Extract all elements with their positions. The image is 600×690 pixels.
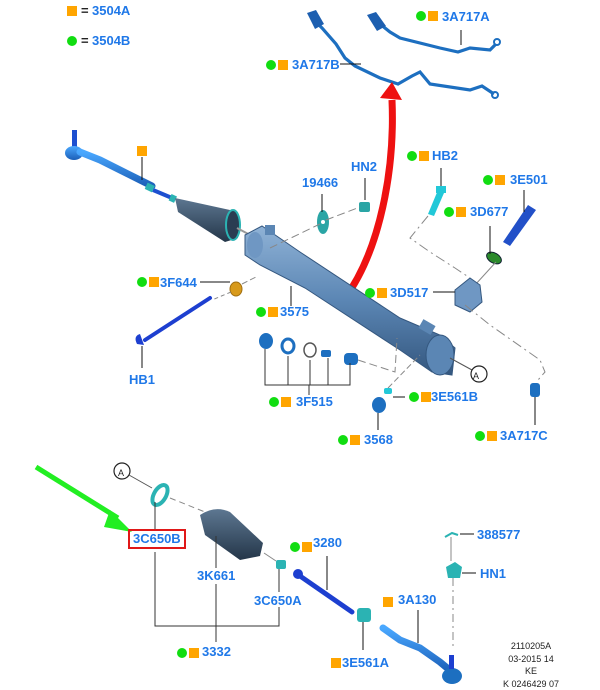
label-3D517[interactable]: 3D517: [390, 285, 429, 300]
orange-square-marker: [302, 542, 312, 552]
orange-square-marker: [421, 392, 431, 402]
legend-equals: =: [81, 33, 89, 48]
green-circle-marker: [269, 397, 279, 407]
clamp-3C650A: [276, 560, 286, 569]
label-3575[interactable]: 3575: [280, 304, 309, 319]
footer-date: 03-2015 14: [508, 654, 554, 664]
green-circle-marker: [444, 207, 454, 217]
hose-3A717A: [367, 12, 501, 54]
red-arrow: [342, 82, 402, 301]
seal-kit-3F515: [259, 333, 358, 365]
green-circle-marker: [475, 431, 485, 441]
nut-HN1: [446, 562, 462, 578]
label-3F515[interactable]: 3F515: [296, 394, 333, 409]
orange-square-marker: [278, 60, 288, 70]
label-3E561A[interactable]: 3E561A: [342, 655, 389, 670]
green-circle-marker: [67, 36, 77, 46]
footer-code: KE: [524, 666, 537, 676]
footer-ref: K 0246429 07: [502, 679, 560, 689]
label-388577[interactable]: 388577: [477, 527, 521, 542]
label-HB1[interactable]: HB1: [129, 372, 156, 387]
green-circle-marker: [407, 151, 417, 161]
orange-square-marker: [383, 597, 393, 607]
label-3A717B[interactable]: 3A717B: [292, 57, 340, 72]
cotter-pin-388577: [444, 531, 459, 538]
orange-square-marker: [428, 11, 438, 21]
nut-HN2: [359, 202, 370, 212]
sensor-3E501: [503, 205, 536, 246]
green-circle-marker: [416, 11, 426, 21]
label-3E561B[interactable]: 3E561B: [431, 389, 478, 404]
orange-square-marker: [495, 175, 505, 185]
callout-a-top: [470, 365, 488, 383]
rack-housing-3575: [244, 225, 456, 376]
green-circle-marker: [137, 277, 147, 287]
label-3280[interactable]: 3280: [313, 535, 342, 550]
legend-code-3504B: 3504B: [92, 33, 131, 48]
label-3568[interactable]: 3568: [364, 432, 393, 447]
green-circle-marker: [409, 392, 419, 402]
label-3C650A[interactable]: 3C650A: [254, 593, 302, 608]
footer-drawing-number: 2110205A: [510, 641, 552, 651]
bolt-HB2: [428, 186, 446, 216]
label-3A130[interactable]: 3A130: [398, 592, 437, 607]
label-19466[interactable]: 19466: [302, 175, 339, 190]
fitting-3A717C: [530, 383, 540, 397]
seal-3F644: [229, 281, 243, 297]
nut-3E561A: [357, 608, 371, 622]
bolt-HB1: [135, 296, 212, 345]
orange-square-marker: [456, 207, 466, 217]
green-circle-marker: [290, 542, 300, 552]
orange-square-marker: [419, 151, 429, 161]
label-tie-rod-end-marker: [137, 146, 147, 156]
label-3A717C[interactable]: 3A717C: [500, 428, 548, 443]
label-3332[interactable]: 3332: [202, 644, 231, 659]
legend-code-3504A: 3504A: [92, 3, 131, 18]
orange-square-marker: [377, 288, 387, 298]
orange-square-marker: [189, 648, 199, 658]
oring-3D677: [486, 251, 502, 265]
green-circle-marker: [266, 60, 276, 70]
callout-a-bottom: [113, 462, 131, 480]
clamp-3C650B: [150, 483, 170, 507]
green-arrow: [34, 464, 132, 532]
boot-3K661: [200, 509, 263, 560]
label-3E501[interactable]: 3E501: [510, 172, 548, 187]
green-circle-marker: [338, 435, 348, 445]
orange-square-marker: [268, 307, 278, 317]
callout-a-top-label: A: [473, 371, 480, 381]
orange-square-marker: [331, 658, 341, 668]
cap-3568: [372, 397, 386, 413]
boot-left: [175, 198, 253, 242]
green-circle-marker: [365, 288, 375, 298]
orange-square-marker: [149, 277, 159, 287]
valve-3D517: [454, 277, 483, 313]
label-3K661[interactable]: 3K661: [197, 568, 236, 583]
label-3D677[interactable]: 3D677: [470, 204, 509, 219]
label-HN1[interactable]: HN1: [480, 566, 507, 581]
orange-square-marker: [281, 397, 291, 407]
green-circle-marker: [256, 307, 266, 317]
callout-a-bottom-label: A: [118, 468, 125, 478]
legend-equals: =: [81, 3, 89, 18]
orange-square-marker: [67, 6, 77, 16]
green-circle-marker: [483, 175, 493, 185]
orange-square-marker: [487, 431, 497, 441]
green-circle-marker: [177, 648, 187, 658]
inner-tie-rod-3280: [293, 569, 355, 615]
label-3C650B-highlighted[interactable]: 3C650B: [128, 529, 186, 549]
label-3A717A[interactable]: 3A717A: [442, 9, 490, 24]
label-HB2[interactable]: HB2: [432, 148, 459, 163]
tie-rod-end-3A130: [379, 624, 462, 684]
hose-3A717B: [307, 10, 499, 99]
label-3F644[interactable]: 3F644: [160, 275, 197, 290]
tie-rod-end-left: [65, 130, 177, 203]
nut-3E561B: [384, 388, 392, 394]
orange-square-marker: [350, 435, 360, 445]
label-HN2[interactable]: HN2: [351, 159, 378, 174]
